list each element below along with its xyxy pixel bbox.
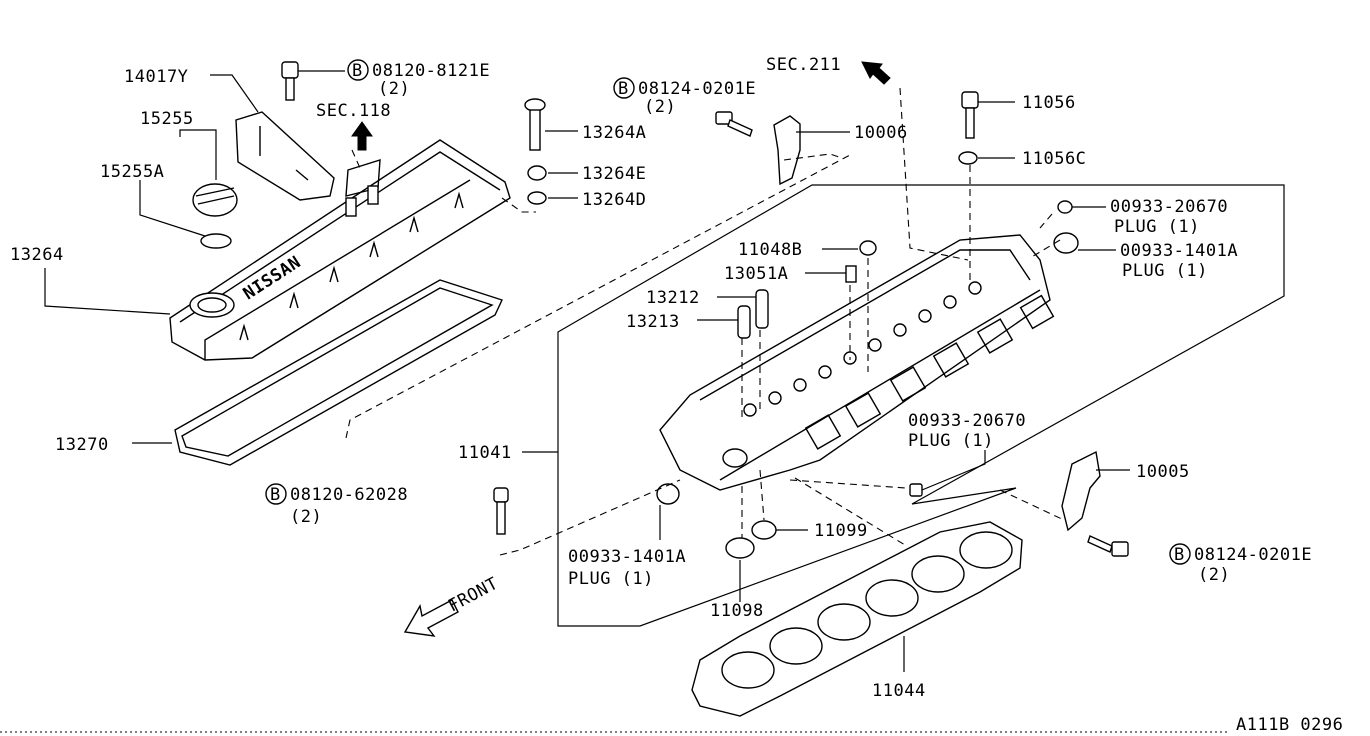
- sec211-arrow-icon: [861, 61, 891, 85]
- washer-13264D: [527, 191, 547, 205]
- label-11056C: 11056C: [1022, 149, 1086, 169]
- bolt-b-symbol-2: B: [618, 79, 629, 99]
- seal-11098: [725, 537, 755, 559]
- label-00933-20670-top: 00933-20670: [1110, 197, 1228, 217]
- label-13270: 13270: [55, 435, 109, 455]
- bolt-08120-62028: [493, 487, 509, 535]
- leader-lines: [44, 70, 1130, 672]
- valve-guide-11048B: [859, 240, 877, 256]
- sec118-arrow-icon: [351, 121, 373, 151]
- label-14017Y: 14017Y: [124, 67, 188, 87]
- label-08120-62028: 08120-62028: [290, 485, 408, 505]
- label-13264D: 13264D: [582, 190, 646, 210]
- label-plug-top-2: PLUG (1): [1122, 261, 1208, 281]
- bolt-08120-8121E: [281, 61, 299, 101]
- bolt-13264A: [524, 98, 546, 151]
- cylinder-head-11041: [659, 234, 1055, 491]
- label-plug-bot: PLUG (1): [568, 569, 654, 589]
- label-00933-20670-mid: 00933-20670: [908, 411, 1026, 431]
- bolt-11056: [961, 91, 979, 139]
- bolt-08124-0201E-right: [1087, 535, 1129, 557]
- bracket-10005: [1061, 450, 1101, 532]
- bolt-symbol-circles: [265, 59, 1191, 565]
- valve-guide-13051A: [845, 265, 857, 283]
- label-plug-top-1: PLUG (1): [1114, 217, 1200, 237]
- label-11056: 11056: [1022, 93, 1076, 113]
- label-11098: 11098: [710, 601, 764, 621]
- bolt-b-symbol-3: B: [270, 485, 281, 505]
- label-08124-0201E-top: 08124-0201E: [638, 79, 756, 99]
- bolt-08124-0201E-top: [715, 111, 753, 137]
- dowel-13212: [755, 289, 769, 329]
- label-11044: 11044: [872, 681, 926, 701]
- label-11041: 11041: [458, 443, 512, 463]
- plug-00933-1401A-top: [1053, 232, 1079, 254]
- washer-11056C: [958, 151, 978, 165]
- oil-cap-gasket-ring: [200, 233, 232, 249]
- oil-filler-cap: [192, 183, 238, 217]
- label-08124-0201E-top-qty: (2): [644, 97, 676, 117]
- label-13212: 13212: [646, 288, 700, 308]
- label-13264E: 13264E: [582, 164, 646, 184]
- label-13264A: 13264A: [582, 123, 646, 143]
- label-13213: 13213: [626, 312, 680, 332]
- label-sec211: SEC.211: [766, 55, 841, 75]
- label-front: FRONT: [445, 574, 502, 617]
- dowel-13213: [737, 305, 751, 339]
- plug-00933-20670-top: [1057, 200, 1073, 214]
- label-15255: 15255: [140, 109, 194, 129]
- front-direction-arrow-icon: [403, 599, 459, 637]
- label-10005: 10005: [1136, 462, 1190, 482]
- plug-00933-1401A-bot: [656, 483, 680, 505]
- label-13051A: 13051A: [724, 264, 788, 284]
- seal-11099: [751, 520, 777, 540]
- alignment-lines: [345, 87, 1065, 556]
- label-08120-8121E: 08120-8121E: [372, 61, 490, 81]
- label-08120-62028-qty: (2): [290, 507, 322, 527]
- valve-cover-gasket-13270: [174, 279, 503, 466]
- label-08124-0201E-right: 08124-0201E: [1194, 545, 1312, 565]
- label-plug-mid: PLUG (1): [908, 431, 994, 451]
- label-00933-1401A-top: 00933-1401A: [1120, 241, 1238, 261]
- label-13264: 13264: [10, 245, 64, 265]
- figure-code: A111B 0296: [1236, 715, 1343, 735]
- label-10006: 10006: [854, 123, 908, 143]
- cylinder-head-assembly-frame: [557, 184, 1285, 627]
- bolt-b-symbol-1: B: [352, 61, 363, 81]
- label-15255A: 15255A: [100, 162, 164, 182]
- label-sec118: SEC.118: [316, 101, 391, 121]
- bolt-b-symbol-4: B: [1174, 545, 1185, 565]
- label-00933-1401A-bot: 00933-1401A: [568, 547, 686, 567]
- bracket-10006: [773, 115, 801, 186]
- bracket-14017Y: [235, 111, 335, 201]
- head-gasket-11044: [691, 521, 1023, 717]
- grommet-13264E: [527, 165, 547, 181]
- label-08124-0201E-right-qty: (2): [1198, 565, 1230, 585]
- plug-00933-20670-mid: [909, 483, 923, 497]
- label-08120-8121E-qty: (2): [378, 79, 410, 99]
- label-11048B: 11048B: [738, 240, 802, 260]
- valve-cover-13264: NISSAN: [169, 139, 511, 361]
- label-11099: 11099: [814, 521, 868, 541]
